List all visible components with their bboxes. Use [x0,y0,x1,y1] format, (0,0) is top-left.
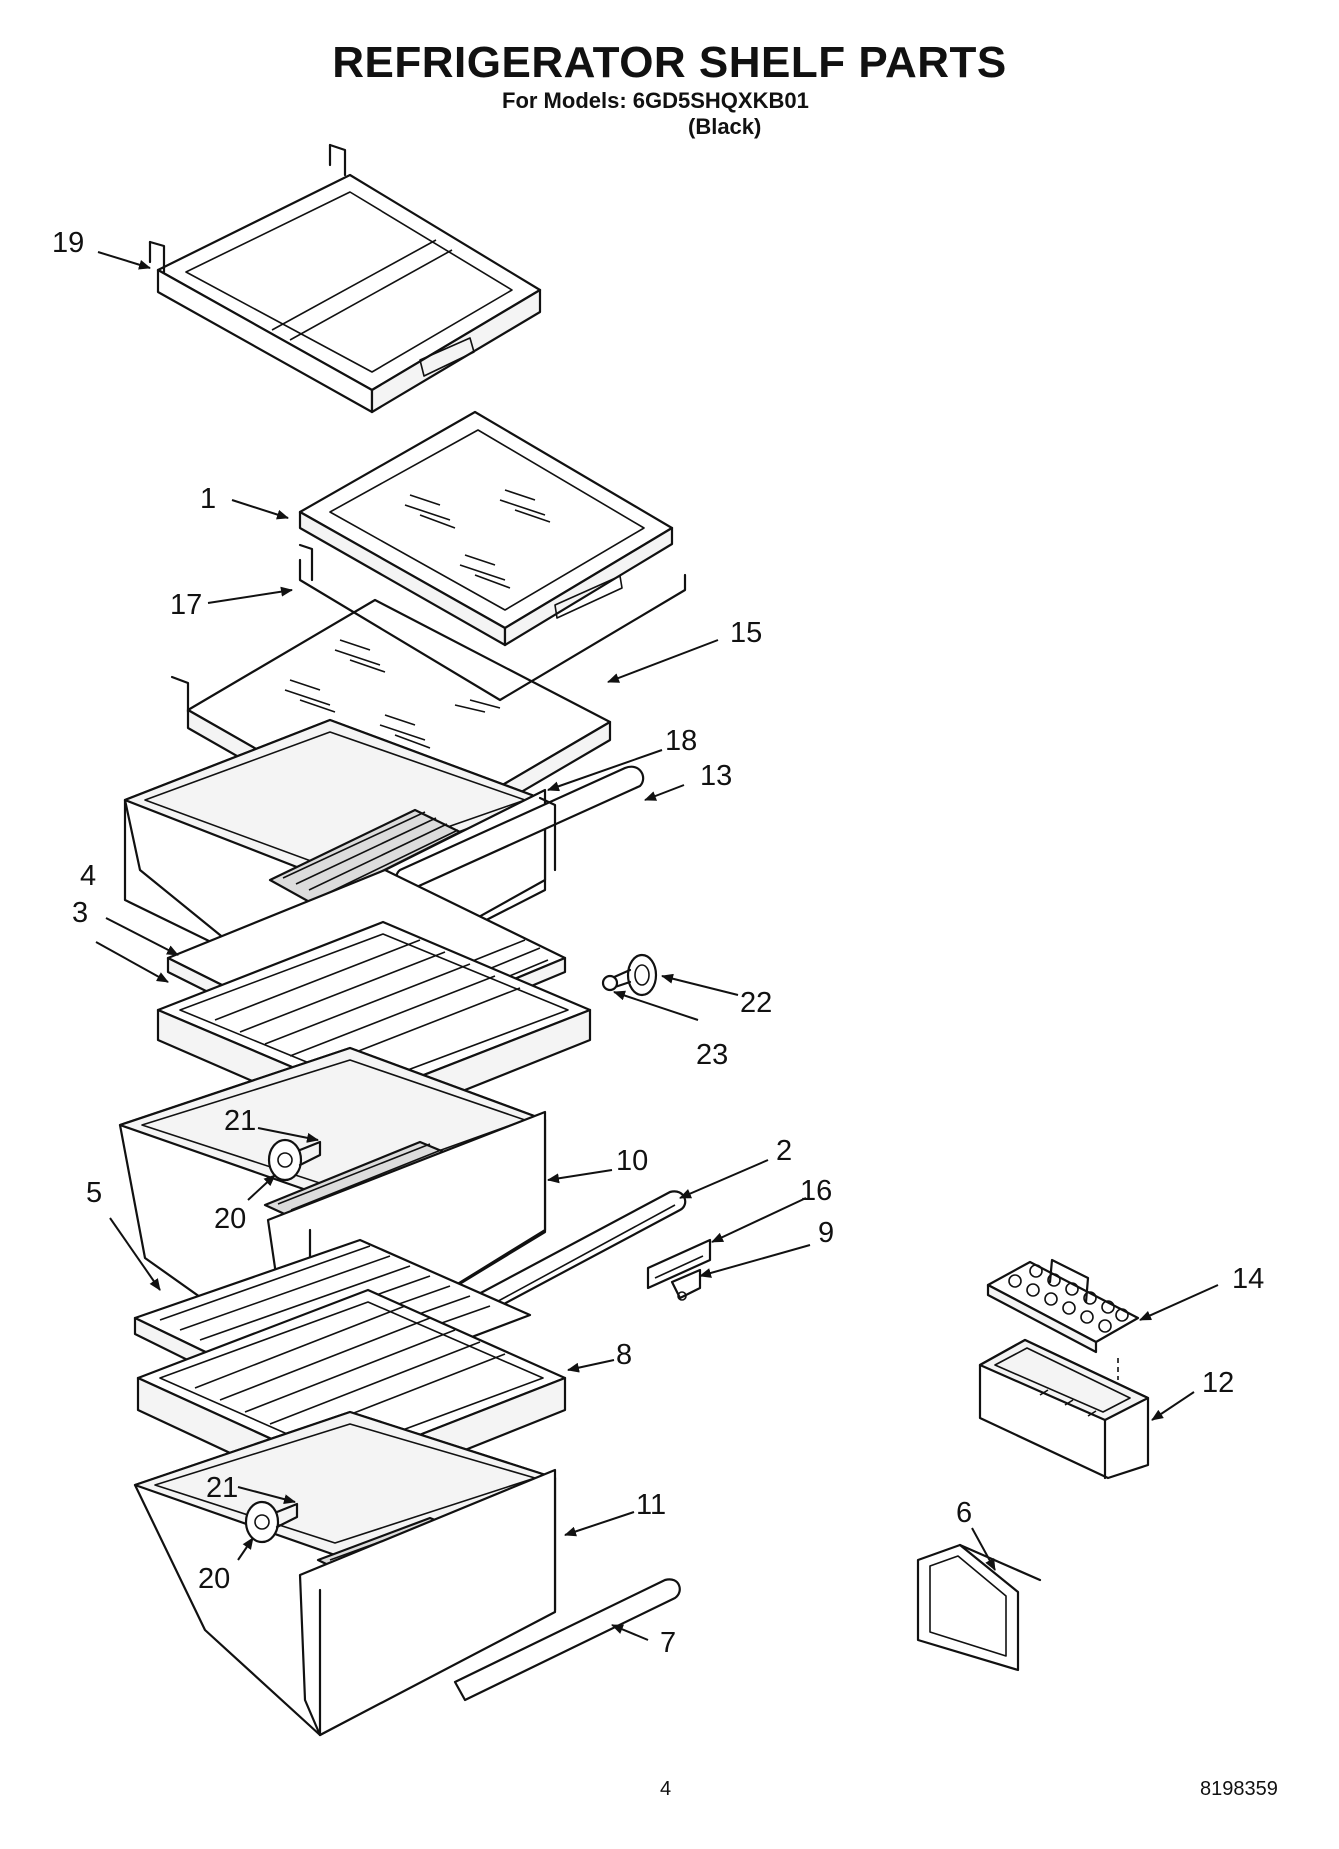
callout-23: 23 [696,1039,728,1071]
callout-21-upper: 21 [224,1105,256,1137]
part-22-23-roller [601,953,658,997]
callout-7: 7 [660,1627,676,1659]
callout-20-lower: 20 [198,1563,230,1595]
page-title: REFRIGERATOR SHELF PARTS [332,38,1007,87]
callout-9: 9 [818,1217,834,1249]
page-number: 4 [660,1778,672,1800]
callout-22: 22 [740,987,772,1019]
callout-15: 15 [730,617,762,649]
callout-13: 13 [700,760,732,792]
callout-8: 8 [616,1339,632,1371]
callout-2: 2 [776,1135,792,1167]
callout-18: 18 [665,725,697,757]
callout-5: 5 [86,1177,102,1209]
models-line: For Models: 6GD5SHQXKB01 [502,88,809,113]
callout-16: 16 [800,1175,832,1207]
part-19-shelf-frame [148,143,542,414]
callout-11: 11 [636,1489,666,1521]
callout-20-upper: 20 [214,1203,246,1235]
part-6-trim [916,1543,1042,1672]
part-12-egg-bin [978,1338,1150,1480]
callout-3: 3 [72,897,88,929]
part-14-egg-tray [986,1258,1140,1380]
callout-21-lower: 21 [206,1472,238,1504]
leader-arrows [95,251,1219,1641]
color-line: (Black) [688,114,762,139]
callout-14: 14 [1232,1263,1264,1295]
part-1-glass-shelf [298,410,674,647]
part-11-bottom-crisper [133,1410,681,1737]
callout-1: 1 [200,483,216,515]
callout-17: 17 [170,589,202,621]
callout-6: 6 [956,1497,972,1529]
callout-12: 12 [1202,1367,1234,1399]
callout-19: 19 [52,227,84,259]
callout-10: 10 [616,1145,648,1177]
document-number: 8198359 [1200,1778,1278,1800]
callout-4: 4 [80,860,96,892]
part-16-9-clips [646,1238,712,1301]
